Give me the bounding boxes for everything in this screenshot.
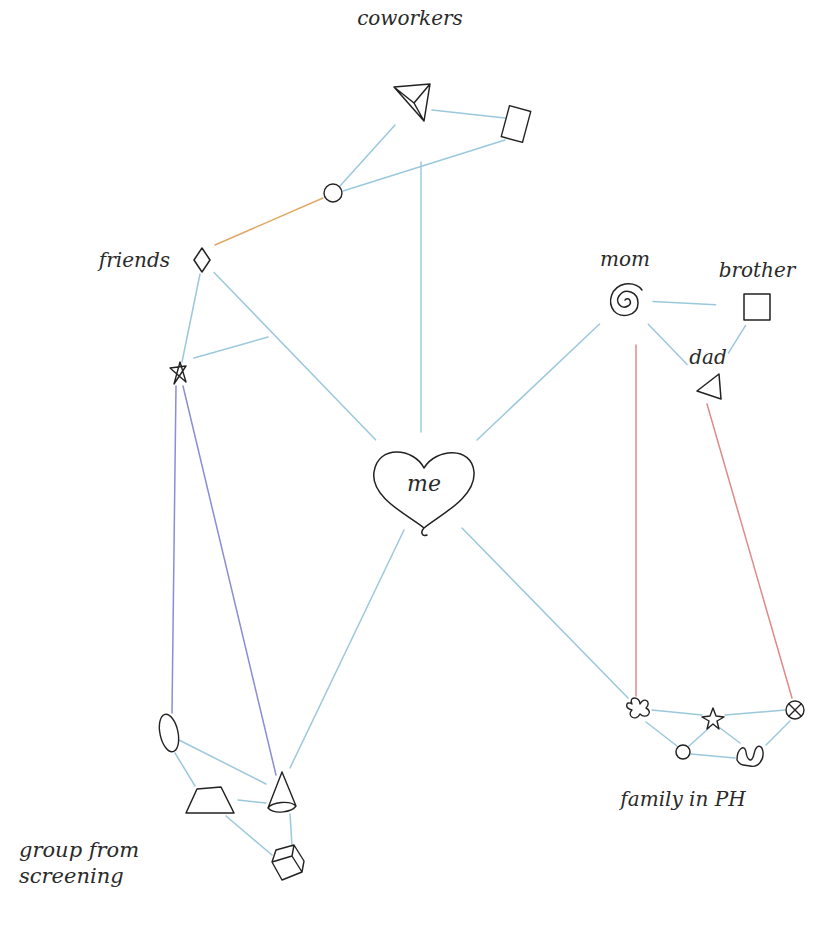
blue-links — [175, 110, 790, 855]
illustration-stroke — [720, 728, 740, 743]
network-node: dad — [689, 345, 727, 402]
illustration-stroke — [635, 345, 637, 696]
illustration-stroke — [175, 753, 195, 786]
illustration-stroke — [462, 528, 628, 698]
illustration-stroke — [786, 701, 804, 719]
illustration-stroke — [766, 721, 790, 745]
illustration-stroke — [183, 386, 276, 775]
illustration-stroke — [226, 816, 272, 855]
illustration-stroke — [737, 746, 763, 766]
network-node: mom — [600, 247, 650, 322]
illustration-stroke — [272, 845, 304, 880]
illustration-stroke — [789, 704, 801, 716]
illustration-stroke — [182, 274, 200, 362]
illustration-stroke — [179, 740, 266, 784]
node-label: friends — [99, 248, 170, 273]
pyramid-shape — [384, 81, 436, 125]
network-node: friends — [99, 246, 212, 274]
illustration-stroke — [343, 140, 505, 191]
illustration-stroke — [646, 722, 677, 746]
illustration-stroke — [501, 106, 531, 143]
dadtri-shape — [692, 370, 724, 402]
illustration-stroke — [268, 772, 296, 812]
illustration-stroke — [290, 530, 404, 768]
node-label: me — [407, 470, 441, 498]
illustration-stroke — [725, 710, 785, 715]
person-shapes — [156, 106, 804, 880]
smallcircle-shape — [674, 743, 692, 761]
diamond-shape — [192, 246, 212, 274]
connector — [477, 324, 600, 440]
connector — [653, 301, 716, 304]
illustration-stroke — [156, 713, 182, 754]
illustration-stroke — [324, 184, 342, 202]
square-shape — [741, 291, 773, 323]
illustration-stroke — [702, 708, 724, 729]
illustration-stroke — [691, 754, 735, 758]
node-label: dad — [689, 345, 727, 370]
node-label: brother — [719, 258, 796, 283]
connector — [648, 324, 687, 364]
node-label: group from screening — [19, 837, 159, 890]
illustration-stroke — [194, 337, 268, 358]
illustration-stroke — [432, 110, 505, 118]
illustration-stroke — [215, 198, 323, 245]
illustration-stroke — [170, 362, 186, 384]
illustration-stroke — [652, 710, 702, 715]
network-node: coworkers — [357, 6, 463, 125]
illustration-stroke — [290, 814, 292, 846]
connector — [728, 326, 745, 354]
spiral-shape — [603, 278, 647, 322]
network-node: me — [368, 442, 480, 538]
network-node: brother — [719, 258, 796, 323]
node-label: family in PH — [620, 787, 745, 812]
illustration-stroke — [172, 386, 176, 713]
illustration-stroke — [420, 162, 422, 432]
network-node: group from screening — [19, 785, 236, 890]
colored-links — [172, 198, 792, 775]
illustration-stroke — [627, 698, 650, 718]
trapezoid-shape — [184, 785, 236, 815]
connector — [214, 273, 376, 440]
network-node: family in PH — [620, 743, 745, 812]
node-label: mom — [600, 247, 650, 272]
illustration-stroke — [689, 728, 709, 746]
node-label: coworkers — [357, 6, 463, 31]
illustration-stroke — [707, 404, 792, 698]
illustration-stroke — [238, 800, 266, 803]
